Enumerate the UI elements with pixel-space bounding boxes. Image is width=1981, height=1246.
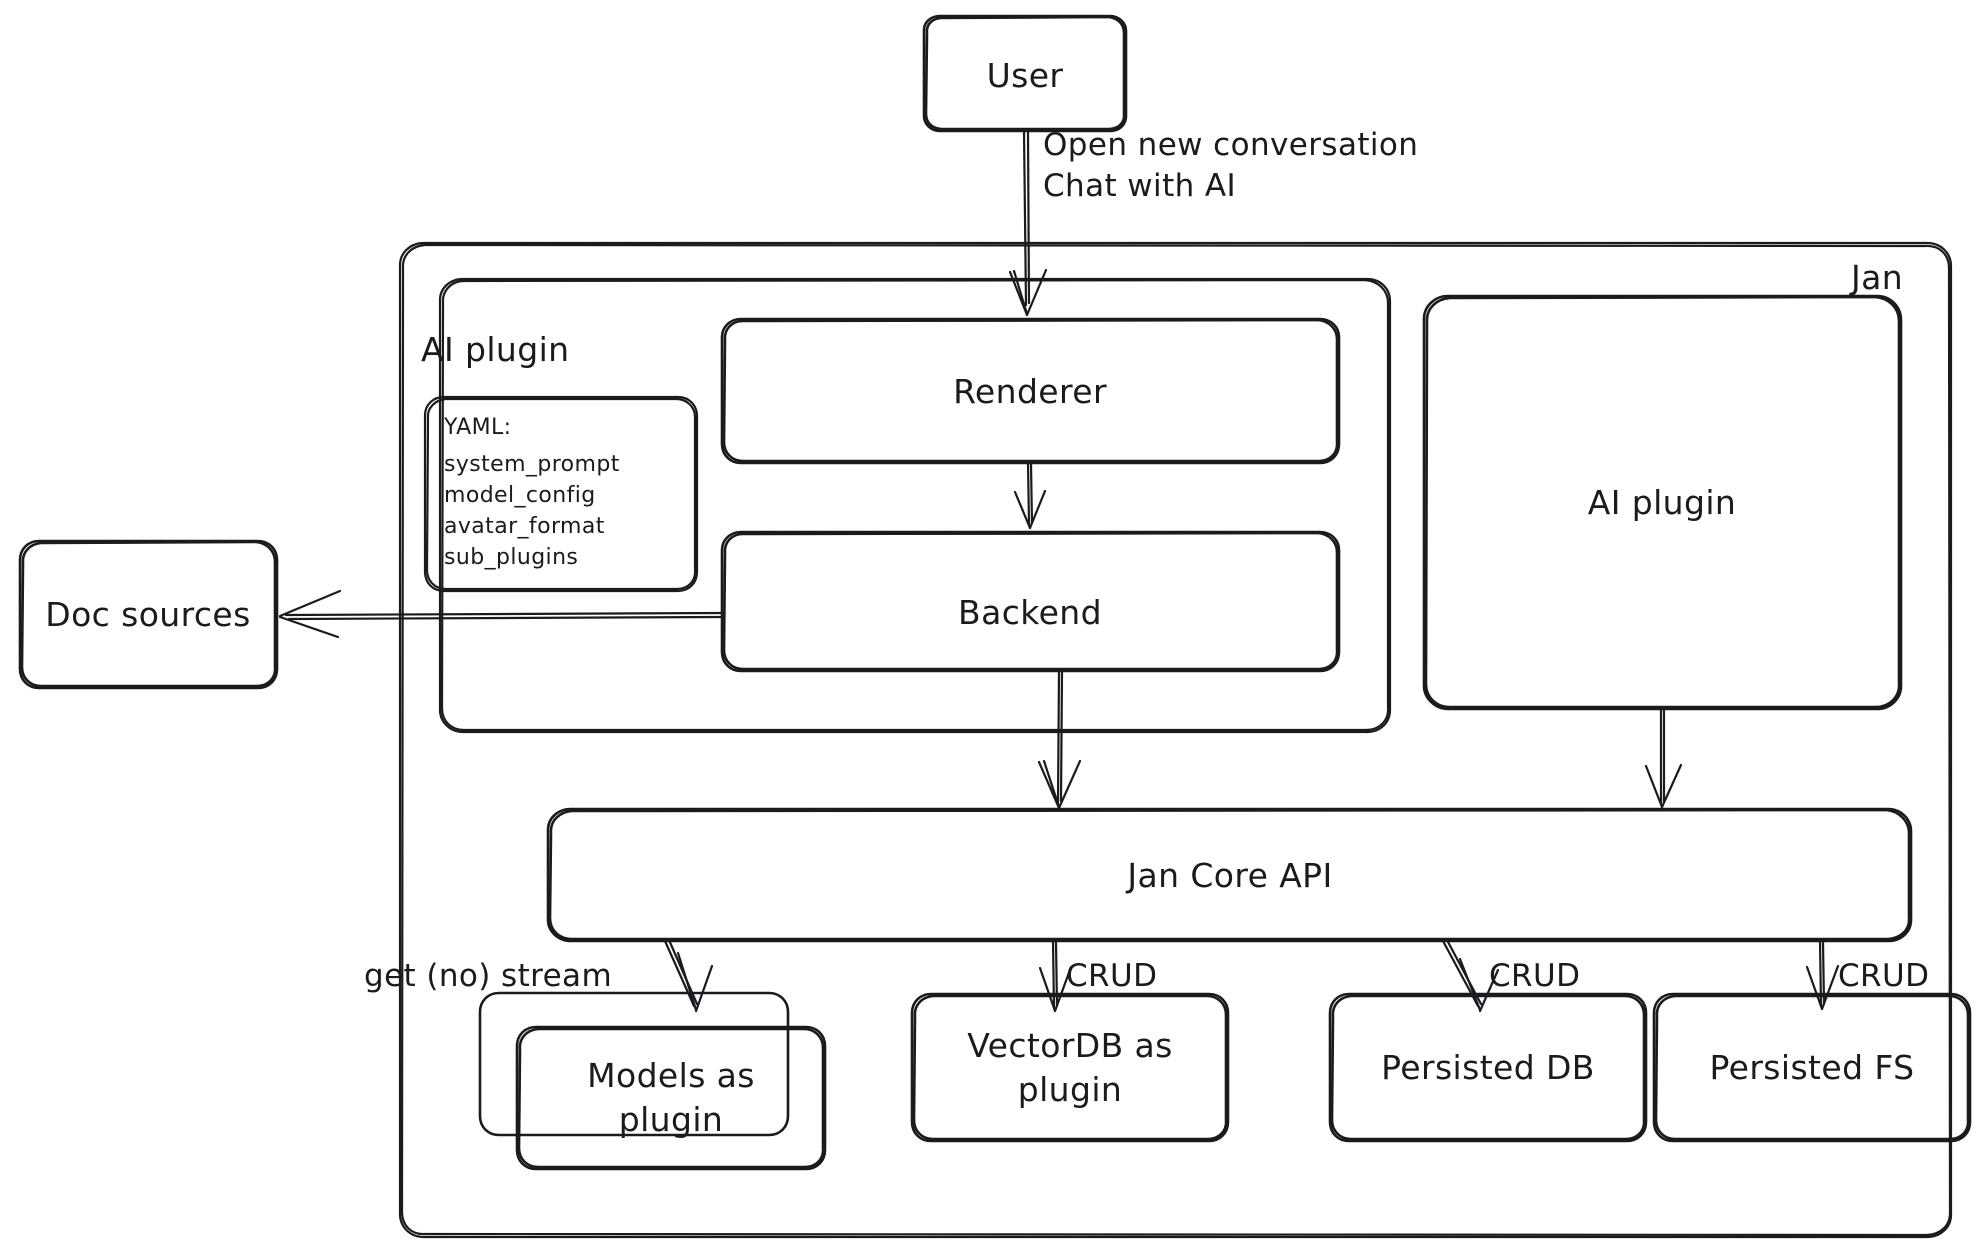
edge-label-crud-vectordb: CRUD — [1066, 958, 1158, 994]
node-label-jan-core-api[interactable]: Jan Core API — [1127, 856, 1333, 895]
node-backend-shape — [720, 530, 1341, 673]
node-label-ai-plugin-right[interactable]: AI plugin — [1587, 483, 1737, 522]
edge-label-get-no-stream: get (no) stream — [364, 958, 613, 994]
edge-backend-to-doc-sources — [278, 589, 724, 639]
edge-label-open-conversation: Open new conversation Chat with AI — [1043, 127, 1419, 204]
container-label-jan: Jan — [1850, 258, 1904, 297]
yaml-card-heading: YAML: — [444, 415, 512, 440]
edge-jan-core-api-to-models — [663, 938, 714, 1013]
yaml-card-item-model-config: model_config — [444, 483, 596, 508]
edge-jan-core-api-to-persisted-db — [1441, 938, 1500, 1013]
node-ai-plugin-right-shape — [1422, 294, 1903, 711]
node-label-persisted-fs[interactable]: Persisted FS — [1709, 1048, 1915, 1087]
yaml-card-item-system-prompt: system_prompt — [444, 452, 620, 477]
edge-ai-plugin-to-jan-core-api — [1644, 707, 1683, 809]
node-label-doc-sources[interactable]: Doc sources — [45, 595, 251, 634]
node-user-shape — [922, 14, 1128, 133]
node-label-user[interactable]: User — [986, 56, 1064, 95]
edge-label-crud-persisted-fs: CRUD — [1838, 958, 1930, 994]
node-doc-sources-shape — [18, 539, 279, 690]
node-models-as-plugin-shape — [478, 991, 827, 1171]
edge-label-crud-persisted-db: CRUD — [1489, 958, 1581, 994]
node-renderer-shape — [720, 317, 1341, 465]
container-jan-shape — [398, 241, 1953, 1239]
yaml-card-shape — [423, 395, 699, 593]
yaml-card-item-sub-plugins: sub_plugins — [444, 545, 579, 570]
edge-jan-core-api-to-persisted-fs — [1805, 939, 1840, 1011]
edge-user-to-renderer — [1008, 129, 1048, 317]
edge-jan-core-api-to-vectordb — [1038, 939, 1073, 1013]
edge-renderer-to-backend — [1013, 461, 1047, 530]
node-label-renderer[interactable]: Renderer — [953, 372, 1107, 411]
node-label-backend[interactable]: Backend — [958, 593, 1102, 632]
container-ai-plugin-group-shape — [438, 277, 1392, 734]
yaml-card-item-avatar-format: avatar_format — [444, 514, 605, 539]
container-label-ai-plugin-group: AI plugin — [421, 330, 570, 369]
node-label-models-as-plugin[interactable]: Models as plugin — [587, 1056, 755, 1139]
node-label-vectordb-as-plugin[interactable]: VectorDB as plugin — [967, 1026, 1173, 1109]
edge-backend-to-jan-core-api — [1037, 669, 1082, 810]
node-persisted-db-shape — [1328, 992, 1648, 1143]
node-vectordb-as-plugin-shape — [910, 992, 1230, 1143]
node-label-persisted-db[interactable]: Persisted DB — [1381, 1048, 1595, 1087]
node-persisted-fs-shape — [1652, 992, 1972, 1143]
node-jan-core-api-shape — [546, 807, 1913, 943]
